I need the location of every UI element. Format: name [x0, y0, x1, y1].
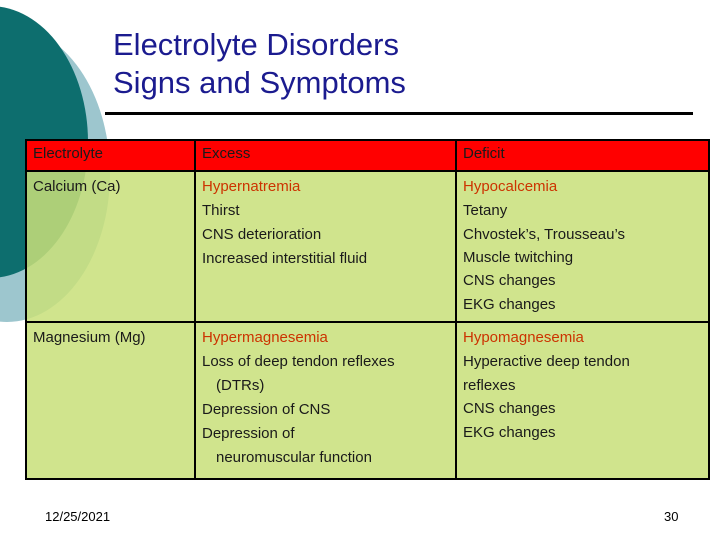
symptom-item: Loss of deep tendon reflexes	[202, 353, 395, 370]
symptom-item: CNS deterioration	[202, 226, 322, 243]
footer-slide-number: 30	[664, 509, 679, 524]
symptom-item: Hyperactive deep tendon	[463, 353, 630, 370]
table-header-row: Electrolyte Excess Deficit	[25, 139, 710, 172]
table-row: Calcium (Ca) Hypernatremia Thirst CNS de…	[25, 170, 710, 323]
symptom-item: CNS changes	[463, 272, 556, 289]
cell-content: Hypernatremia Thirst CNS deterioration I…	[202, 175, 449, 271]
footer-date: 12/25/2021	[45, 509, 111, 524]
term-label: Hypernatremia	[202, 178, 301, 195]
symptom-item: neuromuscular function	[216, 449, 372, 466]
column-header-electrolyte: Electrolyte	[25, 139, 196, 172]
symptom-item: Thirst	[202, 202, 240, 219]
symptom-item: (DTRs)	[216, 377, 265, 394]
symptom-item: EKG changes	[463, 424, 556, 441]
column-header-excess: Excess	[194, 139, 457, 172]
symptom-item: Muscle twitching	[463, 249, 574, 266]
cell-excess-magnesium: Hypermagnesemia Loss of deep tendon refl…	[194, 321, 457, 480]
symptom-item: CNS changes	[463, 400, 556, 417]
electrolyte-table: Electrolyte Excess Deficit Calcium (Ca) …	[25, 139, 710, 480]
table-row: Magnesium (Mg) Hypermagnesemia Loss of d…	[25, 321, 710, 480]
term-label: Hypocalcemia	[463, 178, 558, 195]
cell-excess-calcium: Hypernatremia Thirst CNS deterioration I…	[194, 170, 457, 323]
symptom-item: EKG changes	[463, 296, 556, 313]
cell-electrolyte-calcium: Calcium (Ca)	[25, 170, 196, 323]
term-label: Hypermagnesemia	[202, 329, 328, 346]
symptom-item: Increased interstitial fluid	[202, 250, 368, 267]
cell-electrolyte-magnesium: Magnesium (Mg)	[25, 321, 196, 480]
symptom-item: Depression of CNS	[202, 401, 331, 418]
title-line-1: Electrolyte Disorders	[113, 27, 399, 62]
slide-title: Electrolyte Disorders Signs and Symptoms	[113, 26, 693, 102]
cell-content: Hypermagnesemia Loss of deep tendon refl…	[202, 326, 449, 470]
title-divider	[105, 112, 693, 115]
cell-deficit-calcium: Hypocalcemia Tetany Chvostek’s, Troussea…	[455, 170, 710, 323]
symptom-item: Chvostek’s, Trousseau’s	[463, 226, 626, 243]
cell-content: Hypocalcemia Tetany Chvostek’s, Troussea…	[463, 175, 702, 317]
symptom-item: Tetany	[463, 202, 508, 219]
column-header-deficit: Deficit	[455, 139, 710, 172]
symptom-item: reflexes	[463, 377, 516, 394]
cell-deficit-magnesium: Hypomagnesemia Hyperactive deep tendon r…	[455, 321, 710, 480]
symptom-item: Depression of	[202, 425, 295, 442]
title-line-2: Signs and Symptoms	[113, 65, 406, 100]
cell-content: Hypomagnesemia Hyperactive deep tendon r…	[463, 326, 702, 445]
term-label: Hypomagnesemia	[463, 329, 584, 346]
